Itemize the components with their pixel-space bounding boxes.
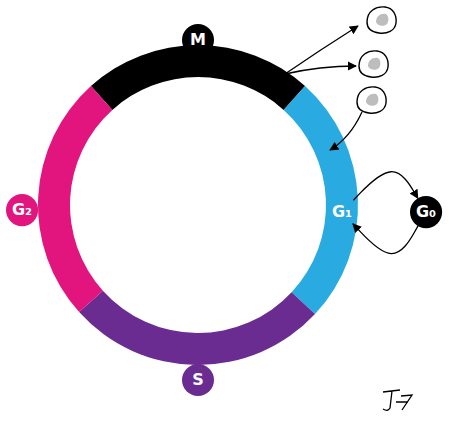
phase-band-label: G₁ <box>328 200 356 224</box>
daughter-cell <box>367 7 396 33</box>
phase-label: M <box>190 31 206 49</box>
cell-nucleus <box>366 94 378 106</box>
entry-arrow <box>330 112 362 150</box>
cell-membrane <box>359 51 388 77</box>
phase-label: G₁ <box>332 203 352 221</box>
phase-label: G₂ <box>12 201 32 219</box>
phase-circle: G₂ <box>6 194 38 226</box>
cell-nucleus <box>376 14 388 26</box>
division-arrow <box>285 66 356 74</box>
cell-membrane <box>357 87 386 113</box>
signature-mark <box>383 390 412 410</box>
g2-phase-band <box>38 86 112 312</box>
g1-phase-band <box>284 86 358 314</box>
s-phase-band <box>79 291 315 365</box>
circle-fill <box>182 364 214 396</box>
phase-label: G₀ <box>416 203 436 221</box>
phase-circle: G₀ <box>410 196 442 228</box>
phase-circle: M <box>182 24 214 56</box>
division-arrow <box>285 26 358 74</box>
circle-fill <box>6 194 38 226</box>
cell-nucleus <box>368 58 380 70</box>
phase-label: S <box>192 371 204 389</box>
transition-arrow <box>353 172 417 200</box>
circle-fill <box>410 196 442 228</box>
phase-circle: S <box>182 364 214 396</box>
cell-membrane <box>367 7 396 33</box>
entering-cell <box>357 87 386 113</box>
transition-arrow <box>353 224 418 254</box>
daughter-cell <box>359 51 388 77</box>
circle-fill <box>182 24 214 56</box>
